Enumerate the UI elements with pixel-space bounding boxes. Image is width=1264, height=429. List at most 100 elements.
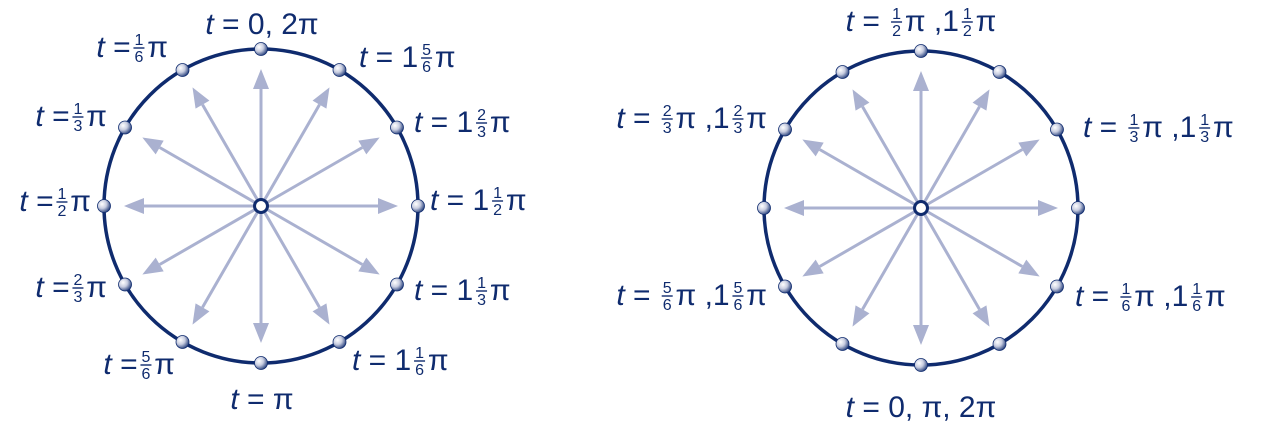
label-text: = 1	[360, 344, 411, 377]
arrow-head-right-4	[1018, 259, 1040, 277]
arrow-shaft-right-5	[919, 207, 981, 311]
label-text: =	[105, 31, 131, 64]
label-t-1-1-3-pi: t = 1 π13	[414, 274, 511, 309]
fraction-numerator: 5	[142, 349, 151, 366]
arrow-head-left-2	[358, 137, 380, 155]
arrow-head-left-11	[192, 87, 210, 109]
label-t-1-1-2-pi: t = 1 π12	[430, 184, 527, 219]
label-text: = 0, π, 2π	[854, 391, 996, 424]
label-text: π	[1213, 111, 1234, 144]
point-right-0	[914, 44, 928, 58]
fraction-denominator: 6	[663, 297, 672, 314]
arrow-head-right-3	[1038, 200, 1058, 216]
fraction-denominator: 2	[892, 23, 901, 40]
label-text: =	[44, 100, 70, 133]
fraction-denominator: 3	[1129, 129, 1138, 146]
label-variable-t: t	[616, 102, 626, 135]
fraction-numerator: 2	[663, 103, 672, 120]
label-variable-t: t	[35, 271, 45, 304]
label-text: π	[435, 41, 456, 74]
arrow-head-right-10	[802, 139, 824, 157]
label-text: π	[86, 100, 107, 133]
label-variable-t: t	[616, 279, 626, 312]
arrow-shaft-left-1	[259, 103, 321, 207]
point-left-8	[118, 277, 132, 292]
label-t-1-3-pi: t = π13	[35, 100, 107, 135]
svg-text:t = π: t = π	[19, 185, 91, 218]
label-variable-t: t	[414, 274, 424, 307]
label-t-pi: t = π	[230, 383, 293, 416]
label-text: π	[490, 106, 511, 139]
arrow-head-left-4	[358, 257, 380, 275]
arrow-shaft-right-2	[920, 148, 1024, 210]
point-left-2	[390, 120, 404, 135]
label-text: π	[506, 184, 527, 217]
fraction-denominator: 3	[74, 289, 83, 306]
label-text: =	[1091, 111, 1125, 144]
arrow-shaft-left-10	[158, 146, 262, 208]
label-text: =	[625, 279, 659, 312]
fraction-denominator: 6	[734, 297, 743, 314]
arrow-shaft-right-1	[919, 105, 981, 209]
label-text: = 1	[367, 41, 418, 74]
arrow-shaft-left-4	[260, 204, 364, 266]
label-t-5-6-pi: t = π56	[103, 348, 175, 383]
point-left-5	[332, 335, 347, 349]
fraction-denominator: 6	[422, 59, 431, 76]
fraction-numerator: 5	[663, 280, 672, 297]
fraction-denominator: 6	[1192, 298, 1201, 315]
arrow-head-right-7	[852, 305, 870, 327]
label-text: = π	[239, 383, 294, 416]
fraction-denominator: 3	[734, 120, 743, 137]
arrow-head-right-11	[852, 89, 870, 111]
label-text: =	[854, 5, 888, 38]
point-right-6	[914, 358, 928, 372]
arrow-shaft-left-11	[201, 103, 263, 207]
svg-text:t = π: t = π	[96, 31, 168, 64]
arrow-shaft-left-5	[259, 205, 321, 309]
point-left-10	[118, 120, 132, 135]
label-text: π	[70, 185, 91, 218]
label-text: π	[746, 279, 767, 312]
fraction-numerator: 1	[477, 275, 486, 292]
label-text: =	[1083, 280, 1117, 313]
label-text: π	[1205, 280, 1226, 313]
svg-text:t = 1 π: t = 1 π	[430, 184, 527, 217]
label-text: = 1	[422, 274, 473, 307]
point-right-1	[992, 65, 1007, 79]
fraction-denominator: 6	[415, 362, 424, 379]
label-text: = 1	[438, 184, 489, 217]
arrow-head-left-1	[312, 87, 330, 109]
point-right-10	[778, 122, 792, 137]
point-left-3	[411, 199, 425, 213]
point-left-0	[254, 42, 268, 56]
fraction-denominator: 3	[477, 124, 486, 141]
fraction-numerator: 1	[892, 6, 901, 23]
point-left-9	[97, 199, 111, 213]
fraction-numerator: 1	[415, 345, 424, 362]
label-text: π	[976, 5, 997, 38]
svg-text:t = π: t = π	[35, 100, 107, 133]
dots-left	[97, 42, 425, 370]
svg-text:t = π: t = π	[103, 348, 175, 381]
fraction-numerator: 1	[963, 6, 972, 23]
fraction-denominator: 2	[58, 203, 67, 220]
label-t-0-pi-2pi: t = 0, π, 2π	[846, 391, 997, 424]
arrow-head-left-5	[312, 303, 330, 325]
label-variable-t: t	[1075, 280, 1085, 313]
label-variable-t: t	[1083, 111, 1093, 144]
svg-text:t = π ,1 π: t = π ,1 π	[1083, 111, 1234, 144]
fraction-numerator: 1	[1192, 281, 1201, 298]
arrow-head-left-3	[378, 198, 398, 214]
fraction-numerator: 2	[74, 272, 83, 289]
fraction-denominator: 2	[963, 23, 972, 40]
fraction-denominator: 2	[493, 202, 502, 219]
arrow-shaft-left-8	[158, 204, 262, 266]
point-left-4	[390, 277, 404, 292]
label-text: = 0, 2π	[214, 8, 319, 41]
label-text: π	[86, 271, 107, 304]
arrow-shaft-right-10	[818, 148, 922, 210]
